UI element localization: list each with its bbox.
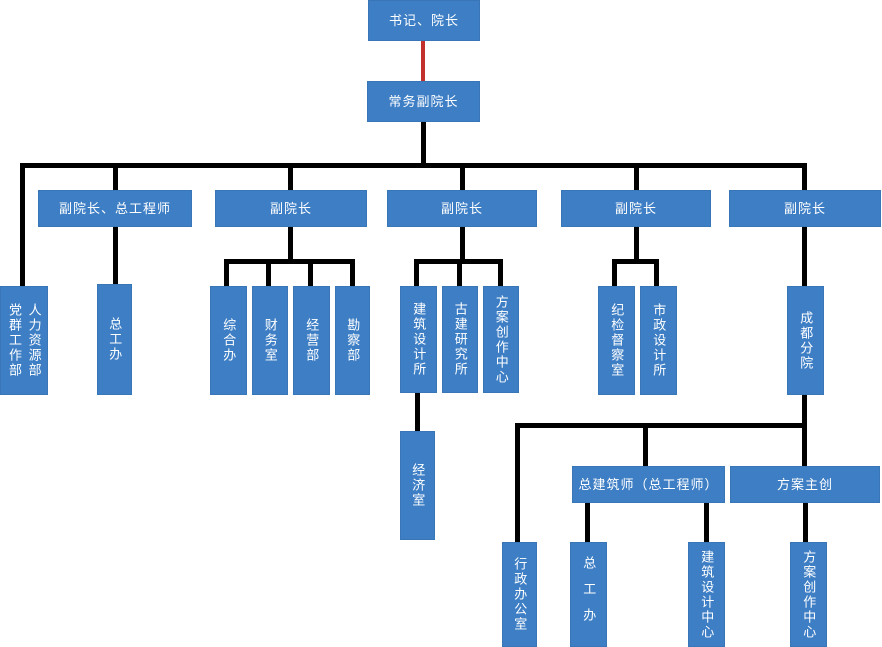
org-node-municipal-design-institute[interactable]: 市政设计所 xyxy=(640,286,677,395)
connector-vd2-drop-scheme-center xyxy=(498,264,503,286)
connector-vd3-horizontal xyxy=(612,259,659,264)
org-node-vice-dean-chief-engineer[interactable]: 副院长、总工程师 xyxy=(38,190,192,227)
hr-dept-label: 人力资源部 xyxy=(26,303,42,378)
connector-chief-architect-drop-design-center xyxy=(704,503,709,542)
org-node-arch-design-institute[interactable]: 建筑设计所 xyxy=(400,286,437,393)
connector-vd2-drop-ancient-arch xyxy=(457,264,462,286)
org-node-vice-dean-3[interactable]: 副院长 xyxy=(561,190,711,227)
org-node-chief-eng-office[interactable]: 总工办 xyxy=(97,284,132,395)
org-node-exec-vice-dean[interactable]: 常务副院长 xyxy=(367,81,480,122)
connector-exec-stem xyxy=(421,122,426,163)
connector-vd2-horizontal xyxy=(414,259,503,264)
connector-drop-vice-dean-4 xyxy=(802,168,807,190)
connector-vd1-drop-operations xyxy=(308,264,313,286)
connector-vd1-drop-finance xyxy=(266,264,271,286)
connector-main-horizontal xyxy=(20,163,807,168)
org-node-party-mass-hr[interactable]: 党群工作部 人力资源部 xyxy=(0,286,48,395)
connector-chengdu-drop-chief-architect xyxy=(643,428,648,466)
connector-vd1-horizontal xyxy=(224,259,355,264)
connector-drop-vice-dean-1 xyxy=(288,168,293,190)
connector-chief-architect-drop-office xyxy=(585,503,590,542)
org-node-operations-dept[interactable]: 经营部 xyxy=(293,286,330,395)
connector-vd3-stem xyxy=(634,227,639,259)
org-node-ancient-arch-institute[interactable]: 古建研究所 xyxy=(442,286,478,393)
org-node-arch-design-center[interactable]: 建筑设计中心 xyxy=(688,542,725,647)
connector-vd2-drop-arch-design xyxy=(414,264,419,286)
org-node-scheme-lead[interactable]: 方案主创 xyxy=(730,466,880,503)
connector-vd1-stem xyxy=(288,227,293,259)
org-node-scheme-creation-center-2[interactable]: 方案创作中心 xyxy=(790,542,827,647)
org-node-vice-dean-1[interactable]: 副院长 xyxy=(215,190,367,227)
org-node-chief-eng-office-2[interactable]: 总工办 xyxy=(570,542,607,647)
connector-chengdu-drop-admin xyxy=(515,428,520,542)
org-node-finance-office[interactable]: 财务室 xyxy=(252,286,288,395)
org-node-vice-dean-4[interactable]: 副院长 xyxy=(729,190,881,227)
connector-drop-vice-dean-2 xyxy=(460,168,465,190)
connector-arch-design-to-economy xyxy=(415,393,420,431)
connector-vd1-drop-general-office xyxy=(224,264,229,286)
connector-vd2-stem xyxy=(460,227,465,259)
org-node-chief-architect[interactable]: 总建筑师（总工程师） xyxy=(572,466,725,503)
org-node-general-office[interactable]: 综合办 xyxy=(210,286,247,395)
connector-drop-vice-dean-chief-engineer xyxy=(113,168,118,190)
org-node-chengdu-branch[interactable]: 成都分院 xyxy=(787,286,824,395)
org-node-admin-office[interactable]: 行政办公室 xyxy=(502,542,537,647)
org-node-scheme-creation-center[interactable]: 方案创作中心 xyxy=(483,286,519,393)
org-node-economy-office[interactable]: 经济室 xyxy=(400,431,435,540)
org-node-discipline-inspection-office[interactable]: 纪检督察室 xyxy=(598,286,635,395)
org-node-secretary-dean[interactable]: 书记、院长 xyxy=(368,0,480,41)
connector-vd3-drop-discipline xyxy=(612,264,617,286)
connector-scheme-lead-drop-creation-center xyxy=(803,503,808,542)
connector-chengdu-drop-scheme-lead xyxy=(802,428,807,466)
connector-secretary-to-exec-red xyxy=(421,41,425,81)
connector-chengdu-horizontal xyxy=(515,423,807,428)
connector-vd4-to-chengdu xyxy=(802,227,807,286)
org-node-vice-dean-2[interactable]: 副院长 xyxy=(387,190,537,227)
connector-chief-engineer-to-office xyxy=(113,227,118,284)
connector-vd1-drop-survey xyxy=(350,264,355,286)
connector-vd3-drop-municipal xyxy=(654,264,659,286)
org-node-survey-dept[interactable]: 勘察部 xyxy=(335,286,370,395)
party-mass-dept-label: 党群工作部 xyxy=(7,303,22,378)
connector-drop-vice-dean-3 xyxy=(634,168,639,190)
connector-chengdu-stem xyxy=(802,395,807,423)
connector-drop-party-hr xyxy=(20,168,25,286)
